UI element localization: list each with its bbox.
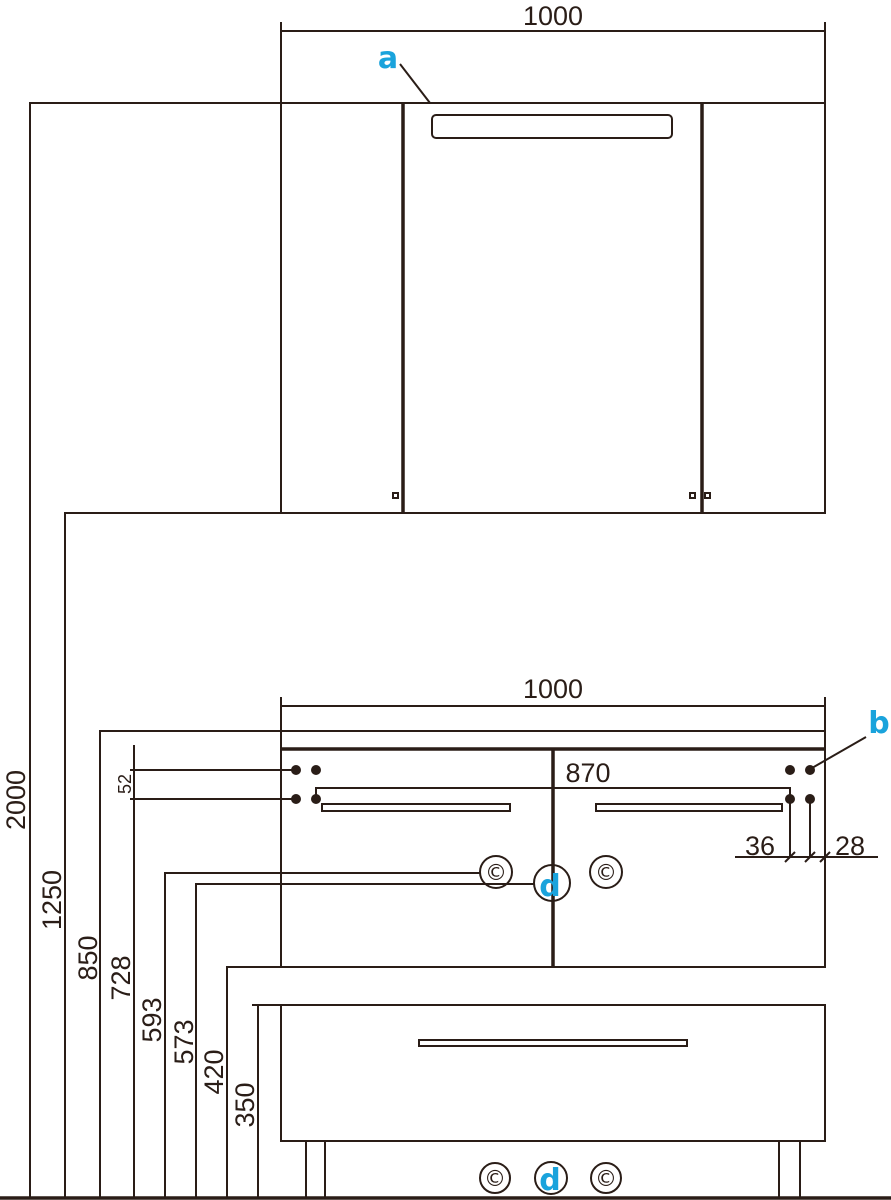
knob [704, 492, 711, 499]
leg [305, 1140, 326, 1199]
leader-b [811, 736, 867, 769]
height-top-holes-label: 728 [106, 955, 136, 1000]
height-total-label: 2000 [1, 770, 31, 830]
bottom-width-label: 1000 [523, 674, 583, 704]
drawer-handle [418, 1039, 688, 1047]
height-countertop-label: 850 [73, 935, 103, 980]
leader-a [399, 63, 431, 104]
height-labels: 2000 1250 850 728 52 593 573 420 350 [1, 770, 260, 1128]
hole-distance-label: 870 [565, 758, 610, 788]
bottom-width-dimension: 1000 [280, 674, 826, 731]
top-width-label: 1000 [523, 1, 583, 31]
outlet-symbol: © [485, 861, 507, 886]
height-cabinet-bottom-label: 420 [199, 1049, 229, 1094]
marker-d-top: d [539, 869, 560, 904]
leg [778, 1140, 801, 1199]
height-mirror-bottom-label: 1250 [37, 870, 67, 930]
door-handle [321, 803, 511, 812]
offset-left-label: 36 [745, 831, 775, 861]
vanity-cabinet: 870 36 28 [280, 730, 878, 968]
knob [392, 492, 399, 499]
offset-right-label: 28 [835, 831, 865, 861]
top-width-dimension: 1000 [280, 1, 826, 103]
knob [689, 492, 696, 499]
height-drawer-top-label: 350 [230, 1082, 260, 1127]
outlet-symbols: © © d [479, 855, 623, 904]
marker-d-bottom: d [539, 1163, 560, 1198]
height-outlet-a-label: 593 [137, 997, 167, 1042]
outlet-symbol: © [595, 1167, 617, 1192]
outlet-symbol: © [484, 1167, 506, 1192]
marker-b: b [868, 706, 889, 741]
outlet-symbol: © [595, 861, 617, 886]
marker-a: a [378, 41, 398, 76]
height-outlet-b-label: 573 [169, 1019, 199, 1064]
door-handle [595, 803, 783, 812]
mirror-cabinet [280, 102, 826, 514]
bottom-outlet-symbols: © © d [479, 1161, 622, 1198]
light-panel [431, 114, 673, 139]
hole-spacing-label: 52 [115, 774, 135, 794]
height-dimensions [29, 102, 534, 1198]
